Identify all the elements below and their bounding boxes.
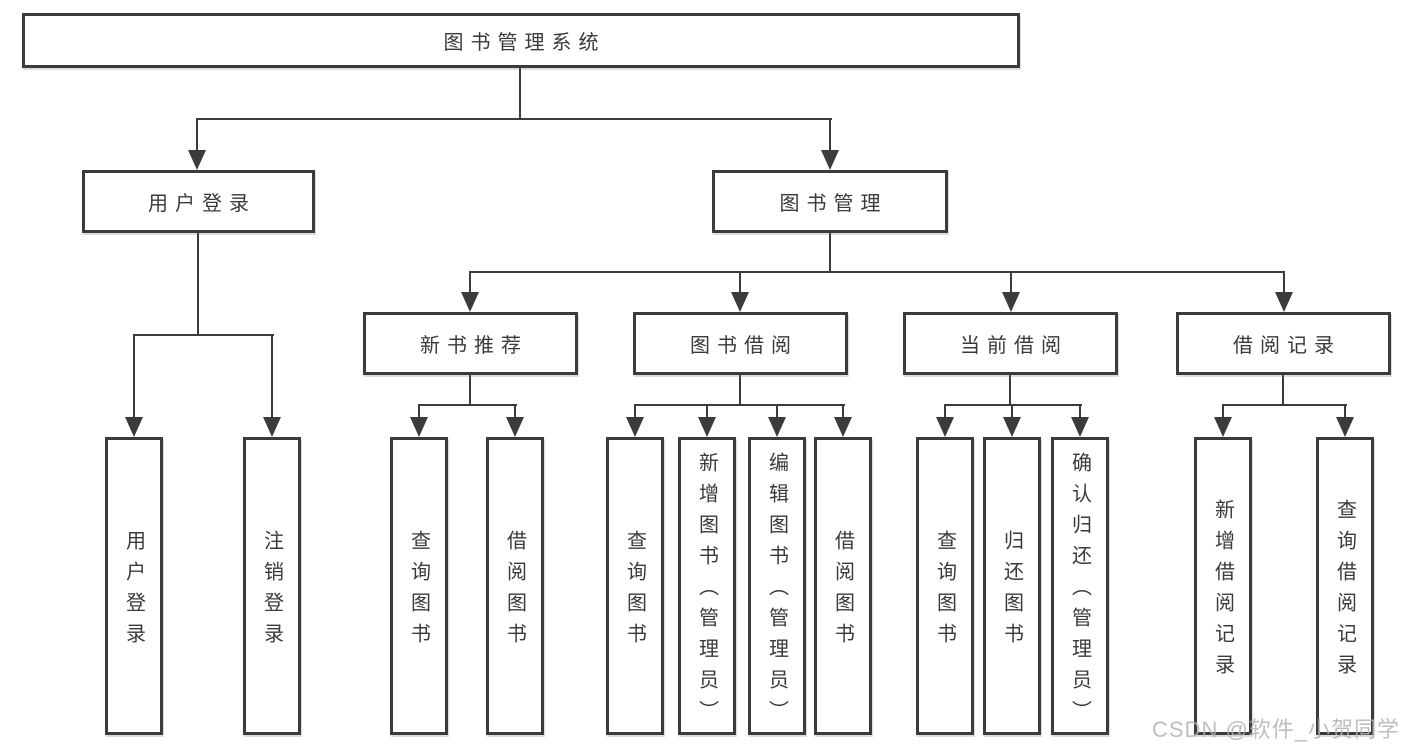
arrowhead-icon <box>125 417 143 437</box>
leaf-label: 查询图书 <box>407 529 430 654</box>
arrowhead-icon <box>1071 417 1089 437</box>
connector-line <box>418 404 517 406</box>
node-label: 图书借阅 <box>690 335 798 357</box>
node-book-management: 图书管理 <box>712 170 948 233</box>
connector-line <box>196 118 198 152</box>
leaf-query-books-recommend: 查询图书 <box>390 437 448 735</box>
connector-line <box>944 404 946 419</box>
arrowhead-icon <box>768 417 786 437</box>
arrowhead-icon <box>936 417 954 437</box>
node-book-borrow: 图书借阅 <box>633 312 848 375</box>
connector-line <box>1079 404 1081 419</box>
connector-line <box>197 233 199 336</box>
leaf-label: 查询借阅记录 <box>1333 498 1356 685</box>
arrowhead-icon <box>1214 417 1232 437</box>
leaf-confirm-return-admin: 确认归还（管理员） <box>1051 437 1109 735</box>
arrowhead-icon <box>698 417 716 437</box>
connector-line <box>271 334 273 419</box>
node-label: 借阅记录 <box>1233 335 1341 357</box>
leaf-query-books-current: 查询图书 <box>916 437 974 735</box>
node-label: 当前借阅 <box>960 335 1068 357</box>
arrowhead-icon <box>1275 292 1293 312</box>
connector-line <box>133 334 274 336</box>
connector-line <box>829 118 831 152</box>
connector-line <box>133 334 135 419</box>
leaf-label: 查询图书 <box>623 529 646 654</box>
leaf-user-login: 用户登录 <box>105 437 163 735</box>
leaf-add-borrow-record: 新增借阅记录 <box>1194 437 1252 735</box>
node-user-login: 用户登录 <box>82 170 315 233</box>
leaf-label: 查询图书 <box>933 529 956 654</box>
arrowhead-icon <box>834 417 852 437</box>
leaf-label: 新增图书（管理员） <box>695 452 718 731</box>
connector-line <box>469 374 471 406</box>
connector-line <box>1011 404 1013 419</box>
connector-line <box>1282 374 1284 406</box>
connector-line <box>1010 271 1012 294</box>
node-new-book-recommend: 新书推荐 <box>363 312 578 375</box>
arrowhead-icon <box>1336 417 1354 437</box>
arrowhead-icon <box>461 292 479 312</box>
connector-line <box>634 404 845 406</box>
connector-line <box>634 404 636 419</box>
node-borrow-records: 借阅记录 <box>1176 312 1391 375</box>
leaf-borrow-books-borrow: 借阅图书 <box>814 437 872 735</box>
arrowhead-icon <box>821 150 839 170</box>
csdn-watermark: CSDN @软件_小贺同学 <box>1152 717 1401 742</box>
connector-line <box>1009 374 1011 406</box>
node-label: 图书管理 <box>779 193 888 215</box>
connector-line <box>1222 404 1224 419</box>
connector-line <box>1344 404 1346 419</box>
connector-line <box>514 404 516 419</box>
leaf-borrow-books-recommend: 借阅图书 <box>486 437 544 735</box>
arrowhead-icon <box>1002 292 1020 312</box>
connector-line <box>1283 271 1285 294</box>
leaf-query-borrow-record: 查询借阅记录 <box>1316 437 1374 735</box>
arrowhead-icon <box>263 417 281 437</box>
leaf-return-book: 归还图书 <box>983 437 1041 735</box>
leaf-label: 归还图书 <box>1000 529 1023 654</box>
arrowhead-icon <box>1003 417 1021 437</box>
leaf-label: 借阅图书 <box>503 529 526 654</box>
arrowhead-icon <box>188 150 206 170</box>
connector-line <box>842 404 844 419</box>
arrowhead-icon <box>410 417 428 437</box>
leaf-label: 借阅图书 <box>831 529 854 654</box>
node-label: 用户登录 <box>148 193 256 215</box>
leaf-label: 编辑图书（管理员） <box>765 452 788 731</box>
connector-line <box>706 404 708 419</box>
node-label: 图书管理系统 <box>443 32 606 54</box>
connector-line <box>739 271 741 294</box>
node-current-borrow: 当前借阅 <box>903 312 1118 375</box>
leaf-label: 用户登录 <box>122 529 145 654</box>
connector-line <box>519 68 521 120</box>
leaf-label: 确认归还（管理员） <box>1068 452 1091 731</box>
leaf-label: 注销登录 <box>260 529 283 654</box>
connector-line <box>418 404 420 419</box>
connector-line <box>829 233 831 273</box>
leaf-query-books-borrow: 查询图书 <box>606 437 664 735</box>
leaf-edit-book-admin: 编辑图书（管理员） <box>748 437 806 735</box>
node-label: 新书推荐 <box>420 335 528 357</box>
connector-line <box>1222 404 1347 406</box>
connector-line <box>739 374 741 406</box>
leaf-logout: 注销登录 <box>243 437 301 735</box>
connector-line <box>944 404 1082 406</box>
connector-line <box>196 118 832 120</box>
leaf-label: 新增借阅记录 <box>1211 498 1234 685</box>
arrowhead-icon <box>626 417 644 437</box>
connector-line <box>469 271 471 294</box>
leaf-add-book-admin: 新增图书（管理员） <box>678 437 736 735</box>
connector-line <box>776 404 778 419</box>
arrowhead-icon <box>506 417 524 437</box>
connector-line <box>469 271 1285 273</box>
node-root-system: 图书管理系统 <box>22 13 1020 68</box>
arrowhead-icon <box>731 292 749 312</box>
